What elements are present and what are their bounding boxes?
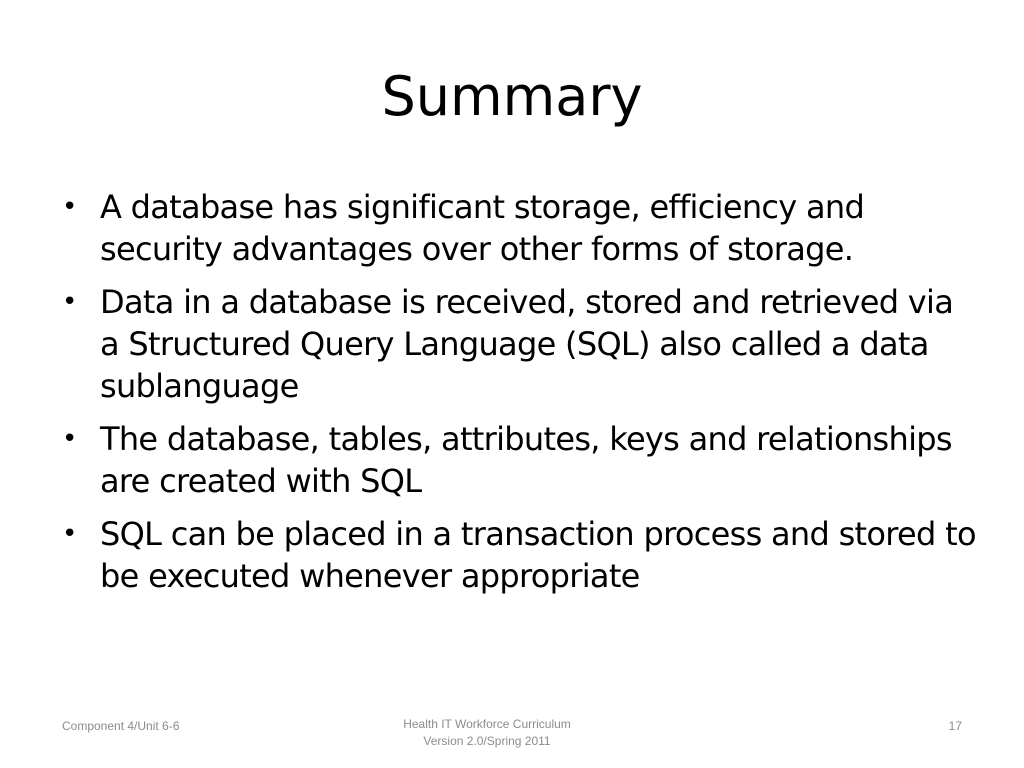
bullet-text: SQL can be placed in a transaction proce… [100,515,977,595]
footer-curriculum-title: Health IT Workforce Curriculum [403,717,571,731]
footer-curriculum-version: Version 2.0/Spring 2011 [423,734,551,748]
bullet-text: The database, tables, attributes, keys a… [100,420,953,500]
bullet-icon: • [62,287,77,317]
footer-curriculum-label: Health IT Workforce Curriculum Version 2… [337,716,637,750]
bullet-item: • Data in a database is received, stored… [60,281,980,407]
bullet-item: • A database has significant storage, ef… [60,186,980,270]
bullet-text: Data in a database is received, stored a… [100,283,954,405]
bullet-icon: • [62,192,77,222]
footer-component-label: Component 4/Unit 6-6 [62,719,180,733]
page-number: 17 [948,719,962,733]
bullet-item: • SQL can be placed in a transaction pro… [60,513,980,597]
bullet-text: A database has significant storage, effi… [100,188,865,268]
bullet-icon: • [62,519,77,549]
bullet-icon: • [62,424,77,454]
bullet-list: • A database has significant storage, ef… [60,186,980,608]
bullet-item: • The database, tables, attributes, keys… [60,418,980,502]
slide-title: Summary [381,65,643,128]
